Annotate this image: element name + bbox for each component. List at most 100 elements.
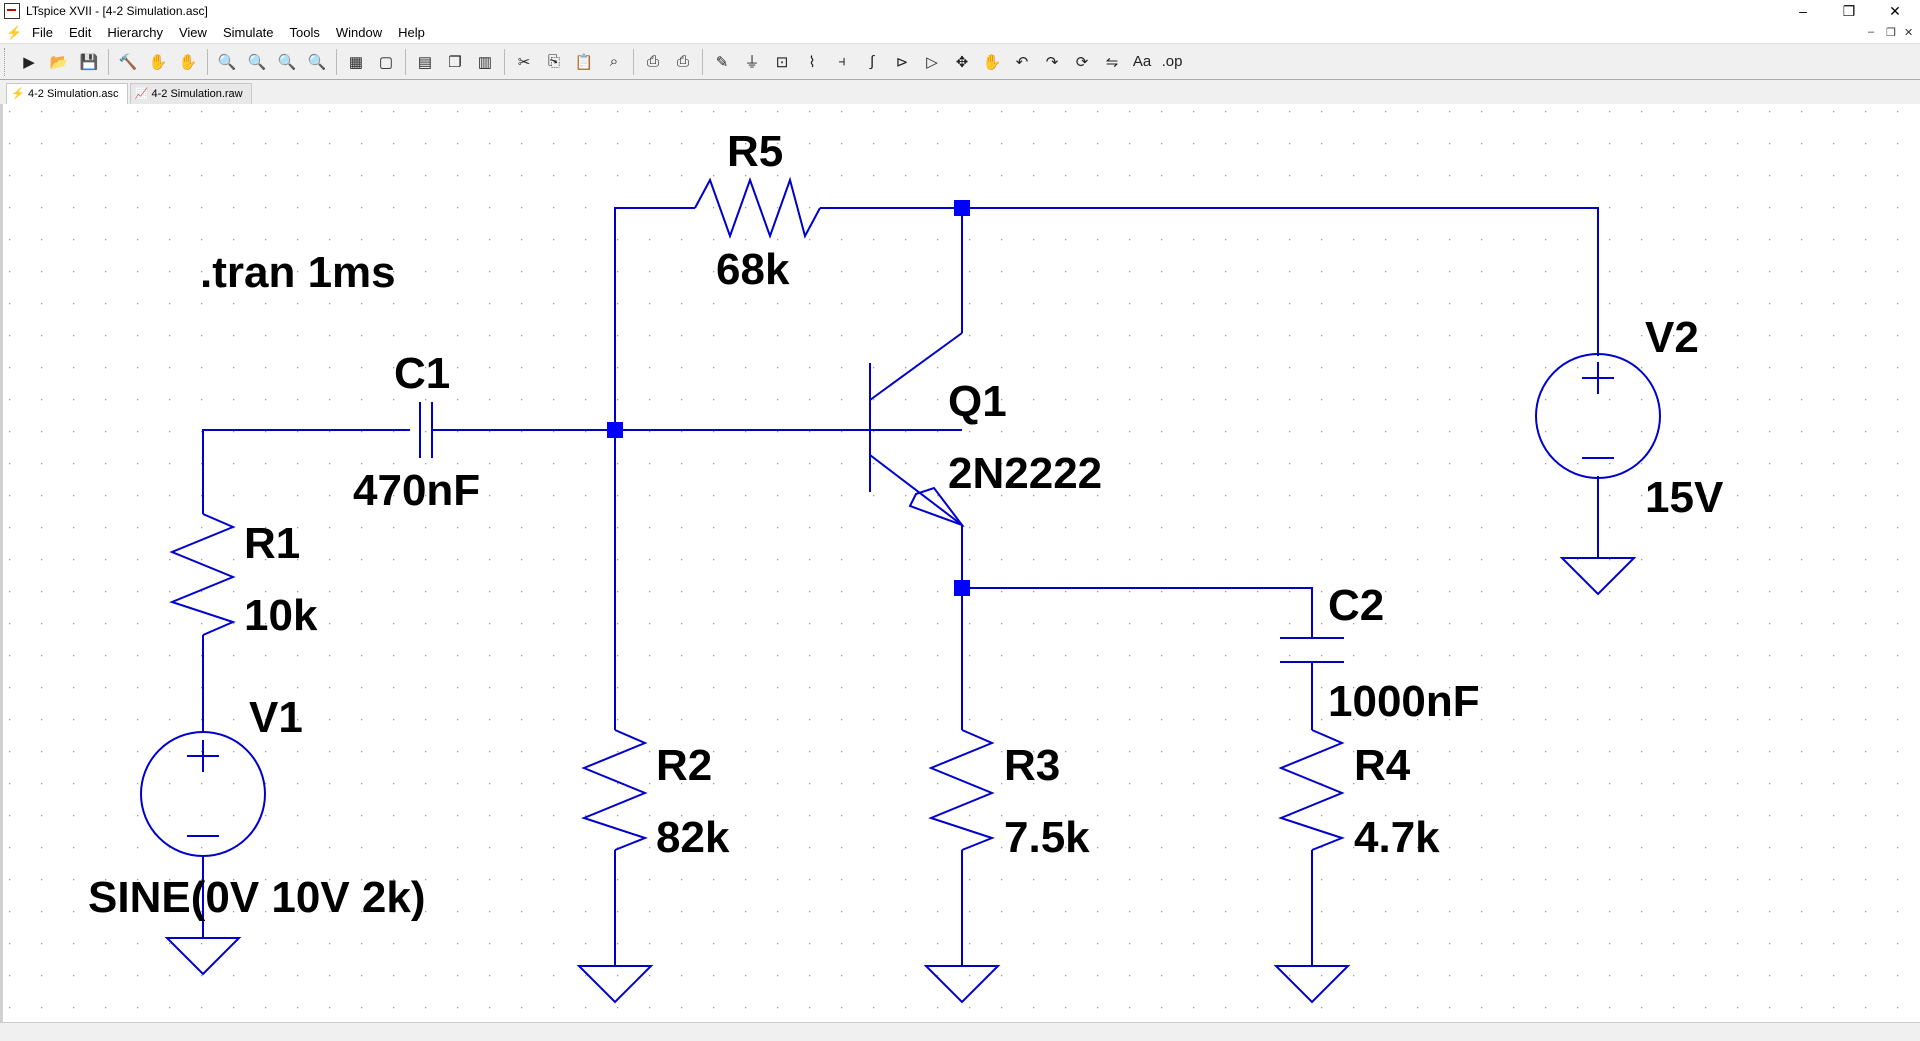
mdi-restore-button[interactable]: ❐ — [1886, 27, 1896, 39]
tab-waveform[interactable]: 📈 4-2 Simulation.raw — [129, 83, 252, 104]
tab-label: 4-2 Simulation.asc — [28, 88, 119, 100]
r2-name[interactable]: R2 — [656, 741, 712, 790]
r4-name[interactable]: R4 — [1354, 741, 1411, 790]
drag-icon[interactable]: ✋ — [982, 53, 1002, 71]
print-icon[interactable]: ⎙ — [646, 53, 659, 70]
save-icon[interactable]: 💾 — [79, 53, 99, 71]
r5-value[interactable]: 68k — [716, 245, 790, 294]
cascade-icon[interactable]: ❐ — [448, 53, 462, 71]
r3-name[interactable]: R3 — [1004, 741, 1060, 790]
menu-tools[interactable]: Tools — [289, 25, 320, 40]
c2-value[interactable]: 1000nF — [1328, 677, 1480, 726]
autorange-icon[interactable]: ▦ — [348, 53, 364, 71]
menu-view[interactable]: View — [178, 25, 207, 40]
mdi-minimize-button[interactable]: – — [1868, 26, 1875, 38]
c1-name[interactable]: C1 — [394, 349, 450, 398]
ground-v1[interactable] — [164, 937, 242, 976]
cut-icon[interactable]: ✂ — [517, 53, 531, 71]
junction-base-node[interactable] — [607, 422, 623, 438]
pan-icon[interactable]: ✋ — [178, 53, 198, 71]
redo-icon[interactable]: ↷ — [1045, 53, 1059, 71]
r5-name[interactable]: R5 — [727, 127, 783, 176]
ltspice-app-icon[interactable] — [4, 3, 20, 19]
spice-directive-icon[interactable]: .op — [1161, 53, 1183, 70]
resistor-r5[interactable] — [694, 176, 821, 239]
schematic-canvas[interactable]: .tran 1ms R5 68k C1 470nF R1 10k V1 SINE… — [0, 104, 1920, 1022]
junction-collector-node[interactable] — [954, 200, 970, 216]
diode-icon[interactable]: ⊳ — [895, 53, 909, 71]
mdi-close-button[interactable]: ✕ — [1904, 27, 1914, 39]
label-net-icon[interactable]: ⊡ — [775, 53, 789, 71]
capacitor-c2[interactable] — [1280, 637, 1344, 663]
zoom-out-icon[interactable]: 🔍 — [277, 53, 297, 71]
capacitor-icon[interactable]: ⫞ — [838, 53, 846, 70]
menu-hierarchy[interactable]: Hierarchy — [107, 25, 163, 40]
halt-icon[interactable]: ✋ — [148, 53, 168, 71]
toolbar-grip[interactable] — [4, 47, 8, 76]
control-panel-icon[interactable]: 🔨 — [118, 53, 138, 71]
menu-edit[interactable]: Edit — [68, 25, 92, 40]
text-icon[interactable]: Aa — [1132, 53, 1152, 70]
toolbar-separator — [405, 48, 406, 75]
v2-name[interactable]: V2 — [1645, 313, 1699, 362]
resistor-r3[interactable] — [928, 729, 995, 851]
mark-icon[interactable]: ▢ — [378, 53, 394, 71]
paste-icon[interactable]: 📋 — [574, 53, 594, 71]
menu-window[interactable]: Window — [335, 25, 383, 40]
wires[interactable] — [202, 207, 1599, 966]
zoom-fit-icon[interactable]: 🔍 — [307, 53, 327, 71]
ground-v2[interactable] — [1559, 557, 1637, 596]
v1-name[interactable]: V1 — [249, 693, 303, 742]
wire-icon[interactable]: ✎ — [715, 53, 729, 71]
zoom-in-icon[interactable]: 🔍 — [217, 53, 237, 71]
c1-value[interactable]: 470nF — [353, 466, 480, 515]
schematic-drawing[interactable]: .tran 1ms R5 68k C1 470nF R1 10k V1 SINE… — [3, 104, 1920, 1022]
r2-value[interactable]: 82k — [656, 813, 730, 862]
ground-icon[interactable]: ⏚ — [744, 54, 760, 71]
r4-value[interactable]: 4.7k — [1354, 813, 1440, 862]
move-icon[interactable]: ✥ — [955, 53, 969, 71]
menu-file[interactable]: File — [32, 25, 53, 40]
q1-name[interactable]: Q1 — [948, 377, 1007, 426]
transistor-q1[interactable] — [869, 332, 965, 528]
component-icon[interactable]: ▷ — [926, 53, 938, 71]
r3-value[interactable]: 7.5k — [1004, 813, 1090, 862]
mirror-icon[interactable]: ⇋ — [1105, 53, 1119, 71]
capacitor-c1[interactable] — [419, 402, 433, 458]
tile-vertical-icon[interactable]: ▥ — [477, 53, 493, 71]
r1-name[interactable]: R1 — [244, 519, 300, 568]
restore-button[interactable]: ❐ — [1842, 2, 1856, 19]
menu-simulate[interactable]: Simulate — [222, 25, 274, 40]
print-setup-icon[interactable]: ⎙ — [676, 53, 689, 70]
spice-directive[interactable]: .tran 1ms — [200, 248, 396, 297]
ground-r4[interactable] — [1273, 965, 1351, 1004]
zoom-pan-icon[interactable]: 🔍 — [247, 53, 267, 71]
resistor-r2[interactable] — [581, 729, 648, 851]
q1-value[interactable]: 2N2222 — [948, 449, 1102, 498]
ground-r2[interactable] — [576, 965, 654, 1004]
resistor-icon[interactable]: ⌇ — [808, 53, 816, 71]
voltage-source-v1[interactable] — [140, 731, 266, 857]
tab-schematic[interactable]: ⚡ 4-2 Simulation.asc — [6, 83, 128, 104]
copy-icon[interactable]: ⎘ — [547, 53, 560, 70]
undo-icon[interactable]: ↶ — [1015, 53, 1029, 71]
v1-value[interactable]: SINE(0V 10V 2k) — [88, 873, 426, 922]
ground-r3[interactable] — [923, 965, 1001, 1004]
find-icon[interactable]: ⌕ — [609, 53, 619, 70]
close-button[interactable]: ✕ — [1889, 2, 1901, 19]
open-icon[interactable]: 📂 — [49, 53, 69, 71]
inductor-icon[interactable]: ∫ — [869, 53, 875, 70]
run-icon[interactable]: ▶ — [23, 53, 35, 71]
r1-value[interactable]: 10k — [244, 591, 318, 640]
menu-help[interactable]: Help — [398, 25, 425, 40]
resistor-r1[interactable] — [169, 513, 236, 636]
resistor-r4[interactable] — [1278, 729, 1345, 851]
mdi-document-icon[interactable]: ⚡ — [6, 24, 23, 40]
rotate-icon[interactable]: ⟳ — [1075, 53, 1089, 71]
c2-name[interactable]: C2 — [1328, 581, 1384, 630]
voltage-source-v2[interactable] — [1535, 353, 1661, 479]
v2-value[interactable]: 15V — [1645, 473, 1724, 522]
junction-emitter-node[interactable] — [954, 580, 970, 596]
minimize-button[interactable]: – — [1799, 3, 1807, 19]
tile-horizontal-icon[interactable]: ▤ — [417, 53, 433, 71]
